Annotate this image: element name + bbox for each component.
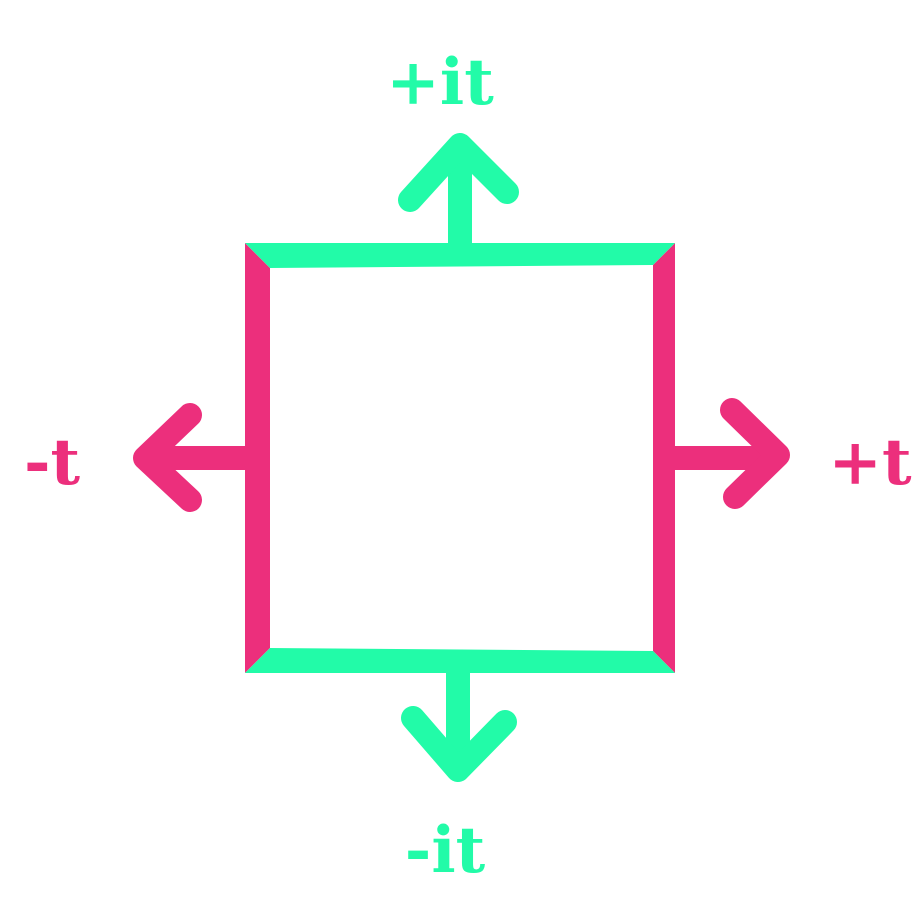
label-minus-t: -t <box>24 425 81 500</box>
square-left-edge <box>245 243 270 673</box>
label-plus-t: +t <box>828 425 912 500</box>
label-minus-it: -it <box>405 813 486 888</box>
square-right-edge <box>653 243 675 673</box>
right-arrow-icon <box>668 398 790 509</box>
square-frame <box>245 243 675 673</box>
square-top-edge <box>245 243 675 268</box>
left-arrow-icon <box>133 403 250 512</box>
square-bottom-edge <box>245 648 675 673</box>
up-arrow-icon <box>398 133 519 248</box>
down-arrow-icon <box>401 670 517 782</box>
label-plus-it: +it <box>386 45 494 120</box>
